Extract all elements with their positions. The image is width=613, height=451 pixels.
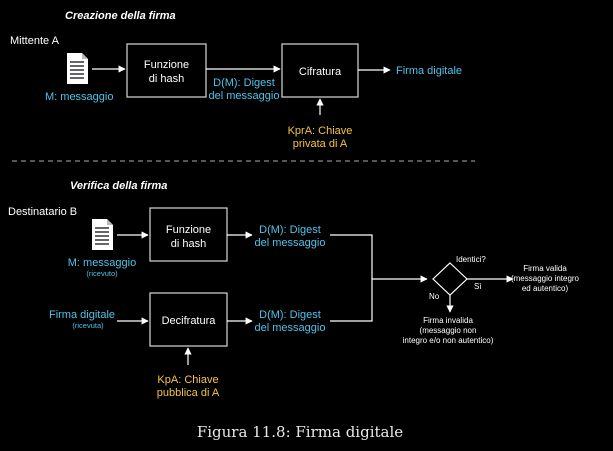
private-key-line2: privata di A: [293, 138, 348, 150]
received-message-sub: (ricevuto): [86, 269, 118, 278]
decipher-box: [149, 292, 228, 347]
verify-hash-line2: di hash: [171, 238, 206, 250]
creation-title: Creazione della firma: [65, 10, 176, 22]
invalid-line1: Firma invalida: [423, 316, 473, 325]
received-signature-label: Firma digitale: [49, 309, 115, 321]
cipher-box: [281, 43, 359, 98]
invalid-line3: integro e/o non autentico): [403, 336, 494, 345]
private-key-line1: KprA: Chiave: [288, 125, 353, 137]
valid-line2: (messaggio integro: [511, 274, 580, 283]
digest2-line2: del messaggio: [255, 322, 326, 334]
public-key-line2: pubblica di A: [157, 387, 220, 399]
hash-box-line2: di hash: [149, 73, 184, 85]
hash-function-box: [126, 43, 207, 98]
digest-label-line1: D(M): Digest: [213, 77, 275, 89]
decision-label: Identici?: [456, 255, 486, 264]
merge-bracket: [330, 234, 373, 322]
invalid-line2: (messaggio non: [420, 326, 477, 335]
received-message-label: M: messaggio: [68, 257, 136, 269]
digest2-line1: D(M): Digest: [259, 309, 321, 321]
yes-label: Sì: [474, 282, 482, 291]
decision-diamond: [432, 262, 468, 296]
digest-label-line2: del messaggio: [209, 90, 280, 102]
decipher-box-label: Decifratura: [162, 315, 217, 327]
hash-box-line1: Funzione: [144, 59, 189, 71]
valid-line3: ed autentico): [522, 284, 569, 293]
signature-output: Firma digitale: [396, 65, 462, 77]
verification-title: Verifica della firma: [70, 180, 167, 192]
no-label: No: [429, 292, 440, 301]
message-label: M: messaggio: [45, 91, 113, 103]
sender-label: Mittente A: [10, 35, 60, 47]
verify-hash-function-box: [149, 207, 228, 262]
digest1-line1: D(M): Digest: [259, 224, 321, 236]
valid-line1: Firma valida: [523, 264, 567, 273]
public-key-line1: KpA: Chiave: [157, 374, 218, 386]
digest1-line2: del messaggio: [255, 237, 326, 249]
received-document-icon: [92, 219, 113, 250]
received-signature-sub: (ricevuta): [72, 321, 104, 330]
verify-hash-line1: Funzione: [166, 224, 211, 236]
cipher-box-label: Cifratura: [299, 66, 342, 78]
document-icon: [67, 53, 88, 84]
figure-caption: Figura 11.8: Firma digitale: [197, 423, 403, 441]
receiver-label: Destinatario B: [8, 206, 77, 218]
